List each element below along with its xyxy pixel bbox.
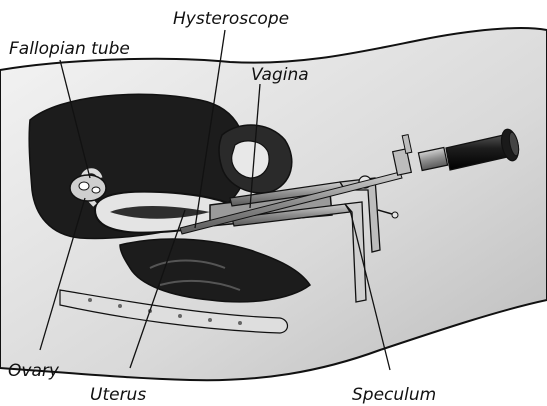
pubic-bone [232, 141, 269, 178]
label-fallopian-tube: Fallopian tube [9, 39, 130, 59]
label-uterus: Uterus [90, 385, 146, 405]
label-ovary: Ovary [8, 361, 60, 381]
label-vagina: Vagina [251, 65, 309, 85]
ovary [70, 175, 106, 201]
label-speculum: Speculum [352, 385, 436, 405]
label-hysteroscope: Hysteroscope [173, 9, 289, 29]
